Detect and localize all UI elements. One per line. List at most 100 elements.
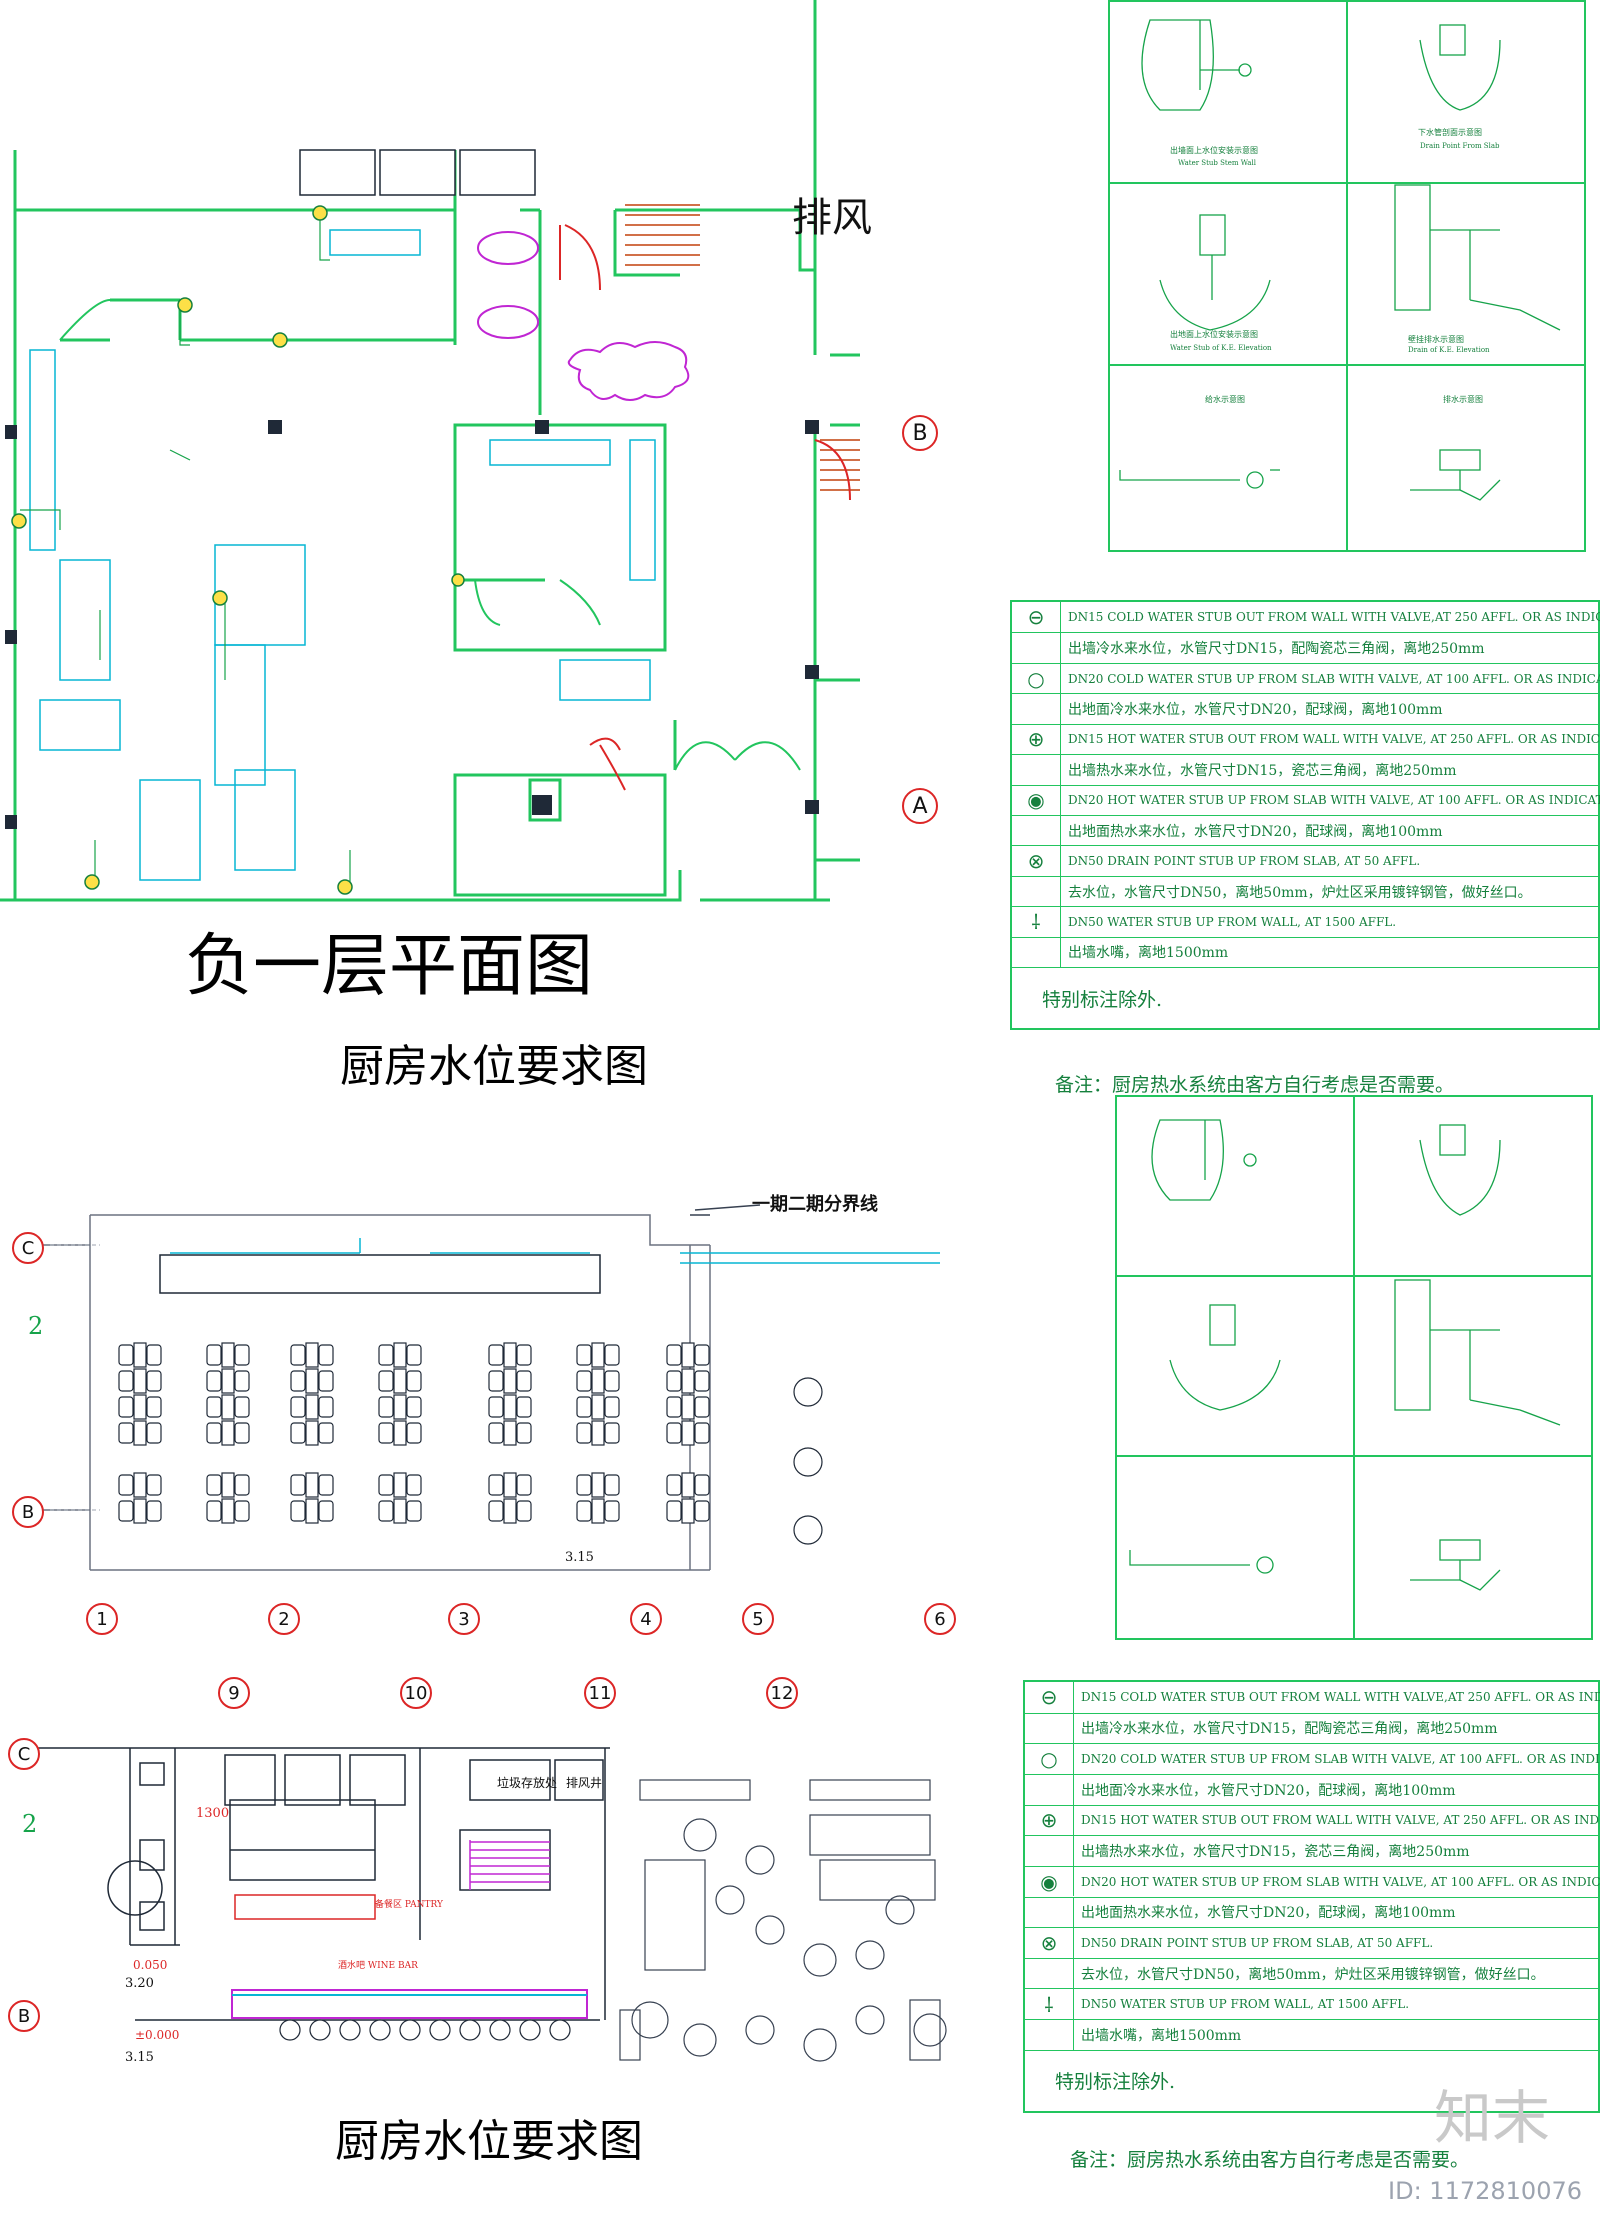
top-kitchen-equipment (29, 229, 656, 881)
room-garbage: 垃圾存放处 (497, 1776, 558, 1790)
dining-chair (666, 1500, 682, 1522)
legend-row: ○DN20 COLD WATER STUB UP FROM SLAB WITH … (1012, 662, 1600, 694)
dining-chair (576, 1344, 592, 1366)
legend-text: 出墙热水来水位，水管尺寸DN15，瓷芯三角阀，离地250mm (1081, 1844, 1470, 1861)
dining-chair (118, 1474, 134, 1496)
bottom-plan-subtitle: 厨房水位要求图 (335, 2116, 643, 2167)
legend-symbol-icon (1012, 633, 1061, 663)
dining-table (503, 1472, 517, 1498)
dining-chair (234, 1422, 250, 1444)
dining-chair (406, 1474, 422, 1496)
dining-chair (488, 1370, 504, 1392)
legend-row: ⊕DN15 HOT WATER STUB OUT FROM WALL WITH … (1025, 1804, 1600, 1836)
dining-chair (604, 1344, 620, 1366)
dining-chair (290, 1500, 306, 1522)
dining-chair (666, 1344, 682, 1366)
dining-chair (694, 1500, 710, 1522)
dining-chair (146, 1370, 162, 1392)
detail-caption: 壁挂排水示意图 (1408, 335, 1464, 344)
legend-symbol-icon: ◉ (1012, 785, 1061, 815)
dining-table (503, 1342, 517, 1368)
bottom-bar-stools (279, 2019, 571, 2041)
dining-table (133, 1420, 147, 1446)
legend-symbol-icon (1012, 937, 1061, 968)
legend-text: 去水位，水管尺寸DN50，离地50mm，炉灶区采用镀锌钢管，做好丝口。 (1081, 1966, 1545, 1983)
bottom-lower-plan (20, 1747, 610, 2021)
legend-text: 出地面热水来水位，水管尺寸DN20，配球阀，离地100mm (1068, 823, 1443, 840)
legend-symbol-icon: ○ (1012, 663, 1061, 694)
bottom-toilet (107, 1762, 165, 1931)
room-exhaust: 排风井 (566, 1776, 603, 1790)
bottom-bar-counter (231, 1989, 588, 2019)
dining-chair (488, 1422, 504, 1444)
detail-caption: 排水示意图 (1443, 395, 1483, 404)
legend-text: 出墙水嘴，离地1500mm (1068, 945, 1229, 962)
dining-chair (318, 1500, 334, 1522)
dining-table (503, 1498, 517, 1524)
legend-text: 出墙水嘴，离地1500mm (1081, 2027, 1242, 2044)
grid-bubble-4: 4 (630, 1603, 662, 1635)
dining-chair (118, 1370, 134, 1392)
legend-symbol-icon (1025, 1713, 1074, 1744)
detail-panel: 下水管剖面示意图 Drain Point From Slab (1346, 0, 1586, 184)
dining-chair (378, 1396, 394, 1418)
bottom-lounge-furniture (619, 1779, 947, 2062)
dining-table (681, 1368, 695, 1394)
dining-chair (290, 1370, 306, 1392)
grid-bubble-3: 3 (448, 1603, 480, 1635)
room-pantry: 备餐区 PANTRY (375, 1900, 443, 1910)
legend-row: 出地面冷水来水位，水管尺寸DN20，配球阀，离地100mm (1025, 1773, 1598, 1805)
dining-table (393, 1472, 407, 1498)
top-partial-label: 排风 (792, 195, 872, 241)
dining-chair (206, 1422, 222, 1444)
dining-table (681, 1394, 695, 1420)
detail-caption-en: Drain Point From Slab (1420, 142, 1500, 150)
top-grid-bubble-a: A (902, 788, 938, 824)
dining-chair (318, 1422, 334, 1444)
top-doors (559, 224, 851, 791)
detail-panel (1115, 1275, 1355, 1457)
legend-row: 出墙水嘴，离地1500mm (1025, 2019, 1598, 2050)
dining-chair (694, 1474, 710, 1496)
legend-footer: 特别标注除外. (1042, 988, 1163, 1011)
legend-symbol-icon: ⊗ (1025, 1928, 1074, 1958)
dining-chair (516, 1396, 532, 1418)
dining-chair (516, 1370, 532, 1392)
dining-table (681, 1420, 695, 1446)
legend-row: 出墙热水来水位，水管尺寸DN15，瓷芯三角阀，离地250mm (1025, 1835, 1598, 1866)
level-mark-1: 3.15 (565, 1550, 594, 1565)
dining-table (305, 1498, 319, 1524)
dining-table (393, 1394, 407, 1420)
level-mark-3: 3.20 (125, 1976, 154, 1991)
legend-text: DN20 HOT WATER STUB UP FROM SLAB WITH VA… (1081, 1874, 1600, 1889)
grid-bubble-c: C (12, 1232, 44, 1264)
dining-chair (516, 1500, 532, 1522)
legend-row: ⸸DN50 WATER STUB UP FROM WALL, AT 1500 A… (1025, 1988, 1598, 2020)
legend-row: 出墙冷水来水位，水管尺寸DN15，配陶瓷芯三角阀，离地250mm (1012, 632, 1598, 663)
detail-grid-bottom (1115, 1095, 1600, 1640)
top-plan-subtitle: 厨房水位要求图 (340, 1041, 648, 1092)
legend-symbol-icon (1012, 876, 1061, 907)
dining-chair (146, 1474, 162, 1496)
bottom-counter (159, 1254, 601, 1294)
legend-text: DN20 COLD WATER STUB UP FROM SLAB WITH V… (1081, 1752, 1600, 1767)
detail-panel: 出地面上水位安装示意图 Water Stub of K.E. Elevation (1108, 182, 1348, 366)
dining-chair (118, 1500, 134, 1522)
legend-symbol-icon (1025, 1897, 1074, 1928)
dining-chair (378, 1474, 394, 1496)
level-mark-5: 3.15 (125, 2050, 154, 2065)
legend-row: 去水位，水管尺寸DN50，离地50mm，炉灶区采用镀锌钢管，做好丝口。 (1025, 1957, 1598, 1989)
detail-caption-en: Drain of K.E. Elevation (1408, 346, 1490, 354)
dining-table (133, 1394, 147, 1420)
dining-chair (406, 1370, 422, 1392)
dining-chair (146, 1500, 162, 1522)
legend-symbol-icon (1025, 1774, 1074, 1805)
dining-table (305, 1394, 319, 1420)
detail-grid-top: 出墙面上水位安装示意图 Water Stub Stem Wall 下水管剖面示意… (1108, 0, 1600, 552)
grid-bubble-b-lower: B (8, 2000, 40, 2032)
legend-row: 出墙水嘴，离地1500mm (1012, 936, 1598, 968)
legend-top-note: 备注：厨房热水系统由客方自行考虑是否需要。 (1055, 1074, 1455, 1096)
dining-chair (488, 1344, 504, 1366)
legend-footer-row: 特别标注除外. (1025, 2049, 1598, 2111)
top-floor-plan (0, 0, 860, 902)
